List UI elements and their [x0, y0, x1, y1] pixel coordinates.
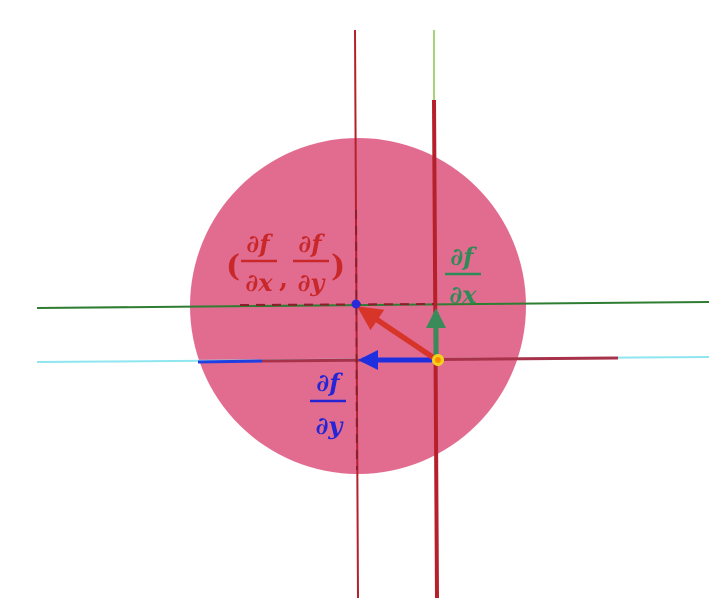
- gradient-denominator-2: ∂y: [298, 268, 327, 297]
- gradient-tip-marker: [351, 299, 361, 309]
- dfdx-denominator: ∂x: [449, 280, 477, 309]
- dfdx-numerator: ∂f: [450, 242, 477, 271]
- gradient-comma: ,: [279, 264, 288, 294]
- dfdy-denominator: ∂y: [316, 411, 345, 440]
- dashed-vertical-projection: [355, 209, 358, 471]
- point-marker-center: [435, 357, 441, 363]
- gradient-close-paren: ): [331, 249, 345, 284]
- gradient-denominator-1: ∂x: [245, 268, 273, 297]
- dfdx-label: ∂f ∂x: [445, 242, 481, 309]
- horizontal-blue-segment: [197, 359, 263, 364]
- gradient-open-paren: (: [226, 249, 240, 284]
- dashed-horizontal-projection: [239, 303, 435, 306]
- dfdy-label: ∂f ∂y: [310, 368, 346, 440]
- dfdy-numerator: ∂f: [316, 368, 343, 397]
- gradient-arrow: [356, 306, 436, 361]
- gradient-label: ( ∂f ∂x , ∂f ∂y ): [226, 229, 345, 297]
- gradient-numerator-2: ∂f: [298, 229, 325, 258]
- gradient-numerator-1: ∂f: [246, 229, 273, 258]
